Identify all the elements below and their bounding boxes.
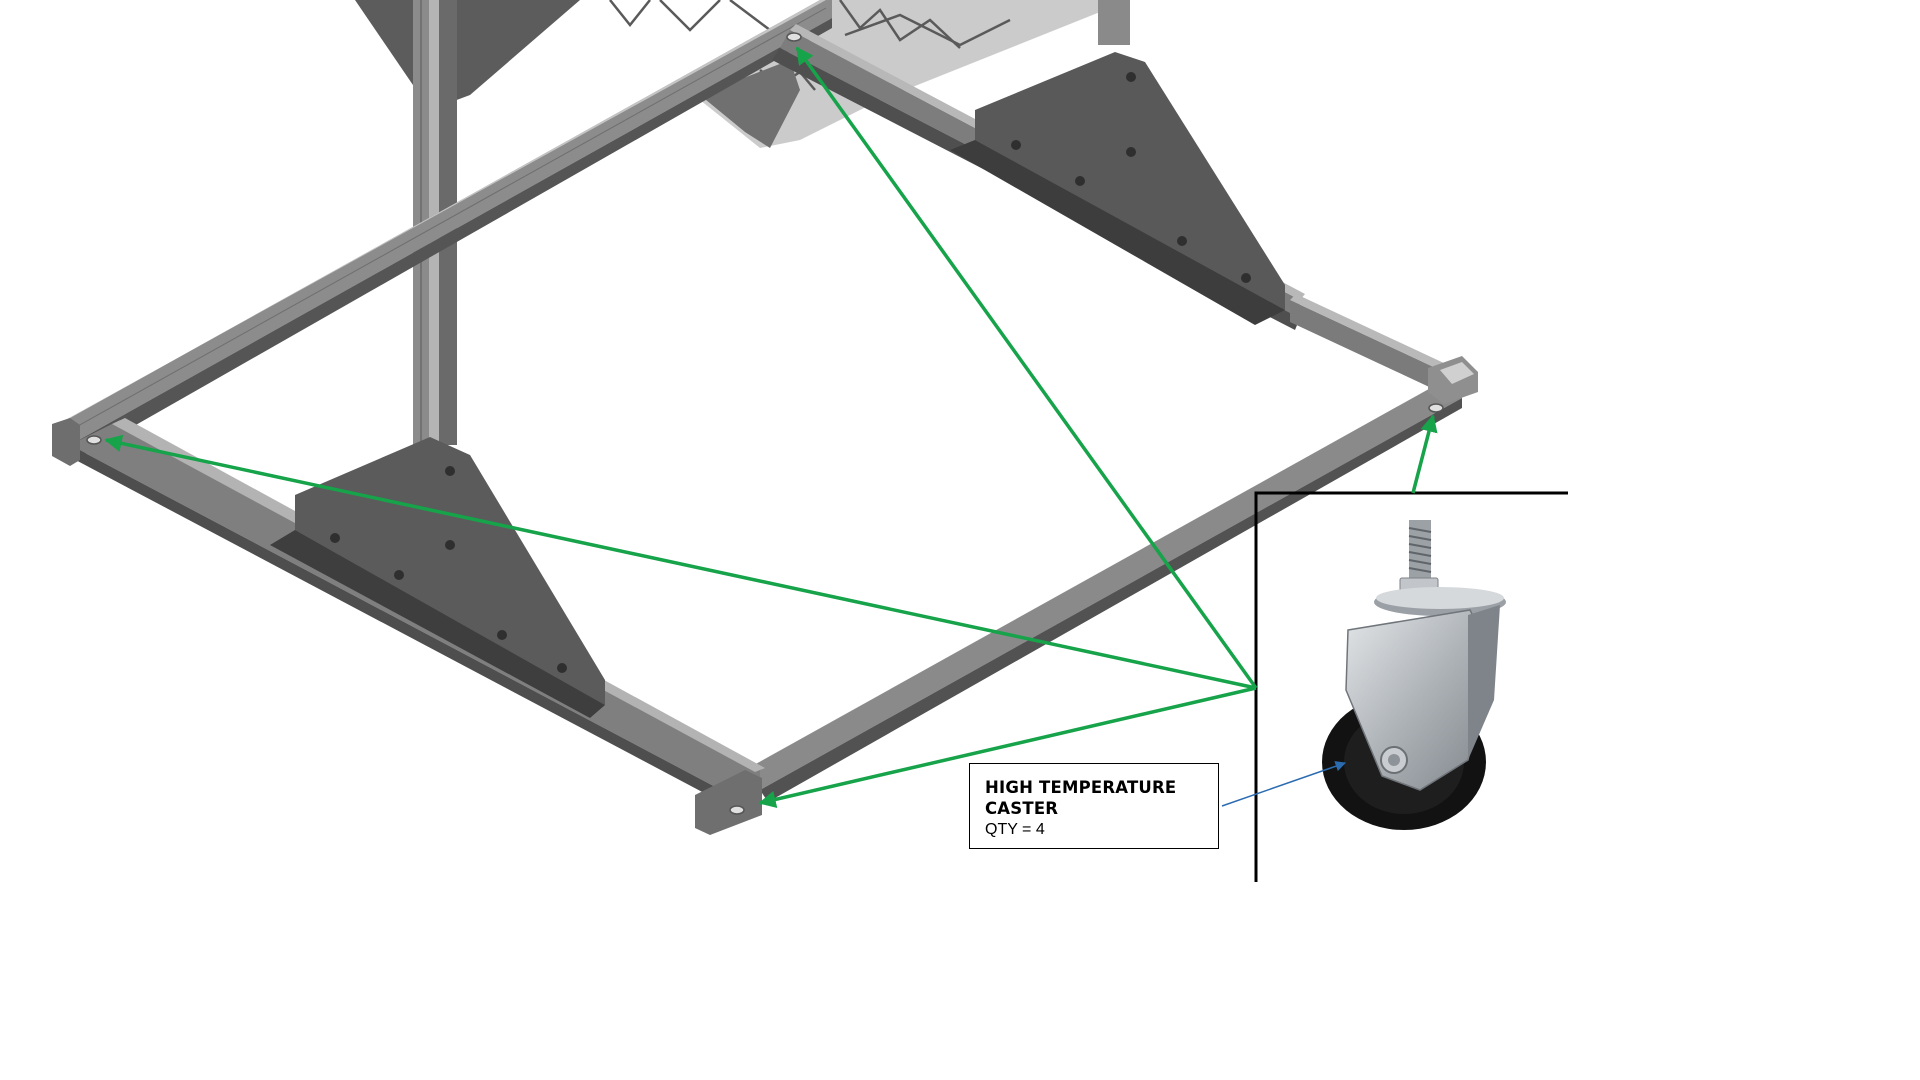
callout-title-line2: CASTER: [985, 799, 1059, 818]
caster-photo-icon: [1322, 520, 1506, 830]
mounting-holes: [86, 32, 1444, 815]
callout-title-line1: HIGH TEMPERATURE: [985, 778, 1177, 797]
corner-blocks: [52, 356, 1478, 835]
rail-front-right: [745, 376, 1462, 802]
leader-line-callout: [1221, 761, 1346, 807]
gusset-plate-front: [270, 437, 605, 718]
callout-box: HIGH TEMPERATURE CASTER QTY = 4: [969, 763, 1219, 849]
leader-arrow-bottom: [758, 686, 1257, 808]
leader-arrow-top: [795, 46, 1258, 690]
leader-arrow-left: [104, 434, 1257, 690]
leader-arrows: [104, 46, 1438, 808]
rail-back-right: [1290, 294, 1446, 392]
caster-photo-frame: [1254, 491, 1568, 882]
frame-diagram: [52, 0, 1568, 882]
callout-qty: QTY = 4: [985, 821, 1045, 838]
rail-back-left: [52, 0, 832, 458]
gusset-plate-back: [950, 52, 1285, 325]
leader-arrow-right: [1411, 414, 1438, 494]
